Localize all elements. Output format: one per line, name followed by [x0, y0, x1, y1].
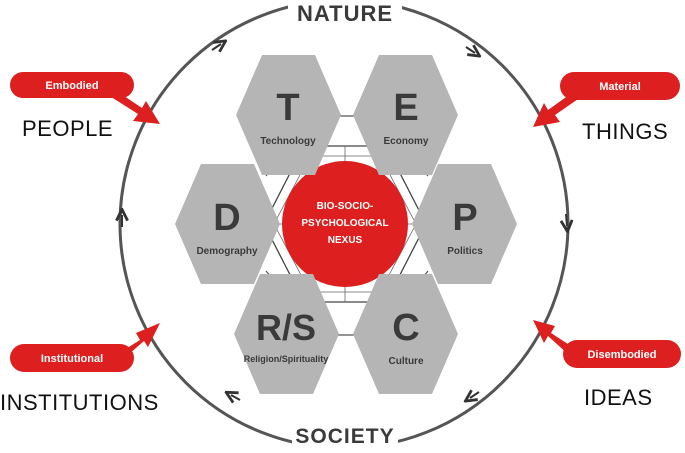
society-label: SOCIETY: [295, 425, 394, 448]
center-line-3: NEXUS: [328, 235, 363, 246]
hex-religion-letter: R/S: [256, 307, 316, 348]
callout-institutional: Institutional: [10, 323, 160, 372]
hex-religion-label: Religion/Spirituality: [244, 354, 329, 364]
hex-demography-label: Demography: [196, 246, 258, 257]
hex-technology: T Technology: [236, 55, 341, 175]
ring-arrow-top-left: [211, 44, 221, 50]
hex-culture-label: Culture: [389, 356, 424, 367]
ideas-label: IDEAS: [584, 385, 653, 410]
nature-gap: [288, 0, 402, 24]
hex-culture-letter: C: [392, 307, 419, 349]
embodied-badge-text: Embodied: [45, 80, 98, 92]
material-pointer-arrow: [533, 90, 581, 127]
hex-politics: P Politics: [412, 164, 517, 284]
disembodied-badge: [563, 340, 681, 368]
institutional-badge: [10, 344, 134, 372]
institutions-label: INSTITUTIONS: [0, 390, 159, 415]
hex-economy: E Economy: [353, 55, 458, 175]
center-line-2: PSYCHOLOGICAL: [301, 218, 388, 229]
society-gap: [292, 424, 398, 448]
hex-religion-spirituality: R/S Religion/Spirituality: [234, 274, 339, 394]
disembodied-pointer-arrow: [533, 320, 574, 355]
things-label: THINGS: [582, 119, 669, 144]
hex-politics-label: Politics: [447, 246, 483, 257]
ring-arrow-bottom-right: [470, 392, 480, 398]
hex-economy-letter: E: [393, 87, 418, 129]
material-badge-text: Material: [599, 81, 641, 93]
ring-arrow-right: [566, 213, 567, 226]
ring-arrow-top-right: [465, 47, 475, 53]
center-line-1: BIO-SOCIO-: [317, 201, 374, 212]
embodied-badge: [10, 72, 134, 98]
hex-technology-label: Technology: [260, 136, 316, 147]
nature-label: NATURE: [297, 1, 393, 26]
hex-economy-label: Economy: [383, 136, 428, 147]
hex-technology-letter: T: [276, 87, 299, 129]
disembodied-badge-text: Disembodied: [587, 349, 656, 361]
callout-embodied: Embodied: [10, 72, 160, 124]
callout-disembodied: Disembodied: [533, 320, 681, 368]
ring-arrow-bottom-left: [231, 395, 241, 400]
hex-demography-letter: D: [213, 197, 240, 239]
hex-culture: C Culture: [353, 274, 458, 394]
hex-demography: D Demography: [175, 164, 280, 284]
center-nexus-circle: [282, 161, 408, 287]
people-label: PEOPLE: [22, 116, 114, 141]
institutional-badge-text: Institutional: [41, 353, 103, 365]
material-badge: [560, 72, 680, 100]
hex-politics-letter: P: [452, 197, 477, 239]
callout-material: Material: [533, 72, 680, 127]
